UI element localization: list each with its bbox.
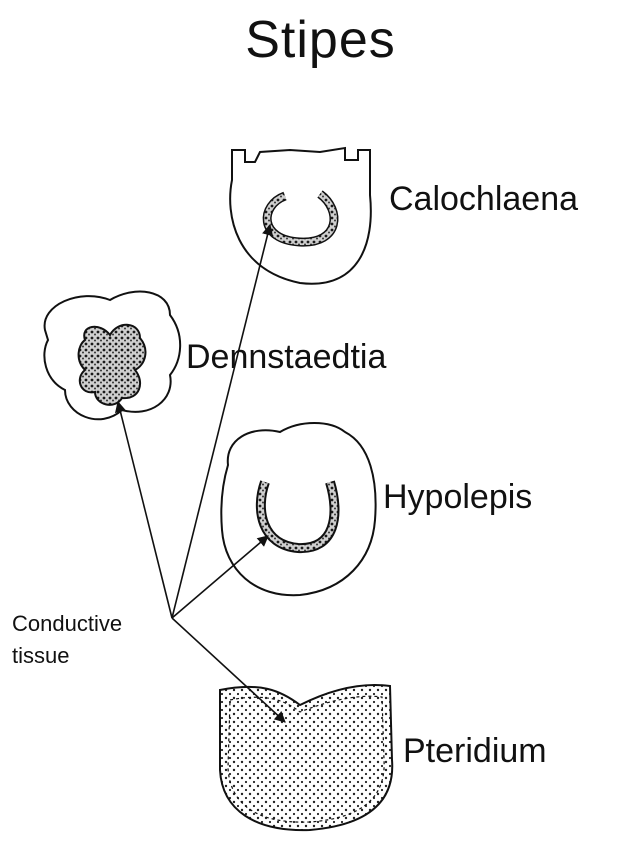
label-calochlaena: Calochlaena — [389, 180, 578, 219]
label-hypolepis: Hypolepis — [383, 478, 532, 517]
dennstaedtia-stipe-drawing — [44, 292, 180, 420]
arrow-to-hypolepis — [172, 536, 268, 618]
arrow-to-dennstaedtia — [118, 402, 172, 618]
label-tissue: tissue — [12, 640, 122, 672]
label-conductive: Conductive — [12, 608, 122, 640]
hypolepis-stipe-drawing — [221, 423, 375, 595]
label-dennstaedtia: Dennstaedtia — [186, 338, 386, 377]
conductive-tissue-arrows — [118, 225, 285, 722]
label-conductive-tissue: Conductive tissue — [12, 608, 122, 672]
calochlaena-stipe-drawing — [230, 148, 371, 284]
pteridium-stipe-drawing — [220, 685, 392, 830]
arrow-to-calochlaena — [172, 225, 270, 618]
label-pteridium: Pteridium — [403, 732, 547, 771]
